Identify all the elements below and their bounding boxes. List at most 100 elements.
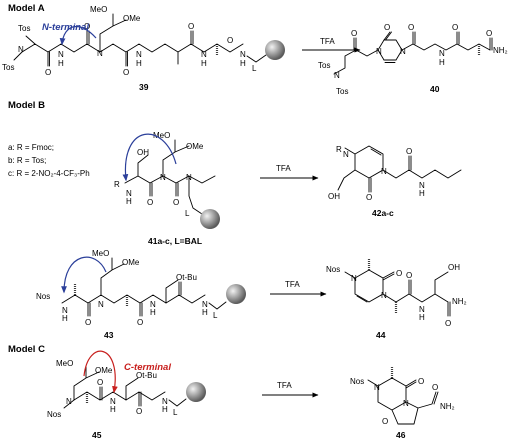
atom-n: N — [62, 306, 68, 315]
atom-meo: MeO — [56, 359, 73, 368]
atom-n: N — [381, 291, 387, 300]
atom-n: N — [351, 274, 357, 283]
compound-43-structure — [61, 257, 206, 317]
atom-o: O — [432, 383, 438, 392]
atom-n: N — [419, 181, 425, 190]
atom-n: N — [400, 47, 406, 56]
atom-r: R — [114, 180, 120, 189]
atom-oh: OH — [137, 148, 149, 157]
atom-nh2: NH₂ — [452, 297, 467, 306]
atom-n: N — [343, 150, 349, 159]
atom-h: H — [62, 314, 68, 323]
atom-n: N — [374, 383, 380, 392]
cyclization-arrow — [122, 133, 177, 182]
n-terminal-arrow — [59, 26, 97, 46]
compound-45-label: 45 — [92, 430, 102, 440]
atom-meo: MeO — [90, 5, 107, 14]
atom-o: O — [408, 23, 414, 32]
atom-tos: Tos — [2, 63, 14, 72]
n-terminal-label: N-terminal — [42, 22, 89, 33]
atom-n: N — [202, 300, 208, 309]
r-group-c: c: R = 2-NO₂-4-CF₃-Ph — [8, 169, 90, 178]
atom-h: H — [110, 405, 116, 414]
reagent-tfa: TFA — [277, 381, 292, 390]
atom-otbu: Ot-Bu — [176, 273, 197, 282]
atom-n: N — [376, 47, 382, 56]
atom-n: N — [381, 167, 387, 176]
atom-h: H — [201, 59, 207, 68]
atom-h: H — [162, 405, 168, 414]
r-group-b: b: R = Tos; — [8, 156, 46, 165]
atom-h: H — [419, 313, 425, 322]
atom-l: L — [185, 209, 190, 218]
atom-n: N — [126, 189, 132, 198]
atom-n: N — [439, 49, 445, 58]
compound-42-label: 42a-c — [372, 208, 394, 218]
atom-tos: Tos — [318, 61, 330, 70]
atom-o: O — [188, 22, 194, 31]
atom-o: O — [227, 36, 233, 45]
compound-39-structure — [13, 13, 244, 67]
atom-n: N — [150, 300, 156, 309]
atom-n: N — [136, 50, 142, 59]
atom-n: N — [240, 50, 246, 59]
atom-n: N — [419, 305, 425, 314]
atom-meo: MeO — [92, 249, 109, 258]
atom-tos: Tos — [336, 87, 348, 96]
atom-o: O — [173, 198, 179, 207]
atom-o: O — [406, 271, 412, 280]
atom-l: L — [173, 408, 178, 417]
atom-nh2: NH₂ — [440, 402, 455, 411]
atom-nos: Nos — [47, 410, 61, 419]
compound-41-structure — [124, 139, 216, 215]
atom-r: R — [336, 145, 342, 154]
atom-o: O — [45, 68, 51, 77]
atom-meo: MeO — [153, 131, 170, 140]
atom-ome: OMe — [186, 142, 204, 151]
compound-44-structure — [344, 258, 451, 317]
atom-h: H — [136, 59, 142, 68]
atom-n: N — [110, 397, 116, 406]
compound-43-label: 43 — [104, 330, 114, 340]
compound-46-label: 46 — [396, 430, 406, 440]
cyclization-arrow — [61, 256, 107, 294]
atom-n: N — [66, 397, 72, 406]
model-b-heading: Model B — [8, 100, 45, 111]
atom-o: O — [97, 378, 103, 387]
resin-bead — [200, 209, 220, 229]
atom-nos: Nos — [326, 265, 340, 274]
atom-h: H — [58, 59, 64, 68]
atom-n: N — [403, 399, 409, 408]
atom-n: N — [186, 173, 192, 182]
reagent-tfa: TFA — [320, 37, 335, 46]
atom-o: O — [366, 193, 372, 202]
compound-40-structure — [333, 31, 493, 75]
compound-44-label: 44 — [376, 330, 386, 340]
compound-45-structure — [63, 365, 166, 409]
atom-n: N — [97, 49, 103, 58]
atom-nos: Nos — [36, 292, 50, 301]
reagent-tfa: TFA — [285, 280, 300, 289]
model-c-heading: Model C — [8, 344, 45, 355]
atom-o: O — [123, 68, 129, 77]
atom-ome: OMe — [123, 14, 141, 23]
atom-o: O — [147, 198, 153, 207]
atom-o: O — [418, 377, 424, 386]
atom-o: O — [136, 407, 142, 416]
atom-h: H — [419, 189, 425, 198]
atom-o: O — [384, 23, 390, 32]
atom-o: O — [351, 29, 357, 38]
atom-n: N — [58, 50, 64, 59]
atom-o: O — [486, 29, 492, 38]
atom-h: H — [150, 308, 156, 317]
model-a-heading: Model A — [8, 3, 45, 14]
atom-nh2: NH₂ — [493, 46, 508, 55]
compound-46-structure — [367, 366, 439, 425]
atom-o: O — [85, 318, 91, 327]
atom-h: H — [202, 308, 208, 317]
atom-l: L — [213, 311, 218, 320]
c-terminal-label: C-terminal — [124, 362, 171, 373]
atom-n: N — [201, 50, 207, 59]
compound-40-label: 40 — [430, 84, 440, 94]
